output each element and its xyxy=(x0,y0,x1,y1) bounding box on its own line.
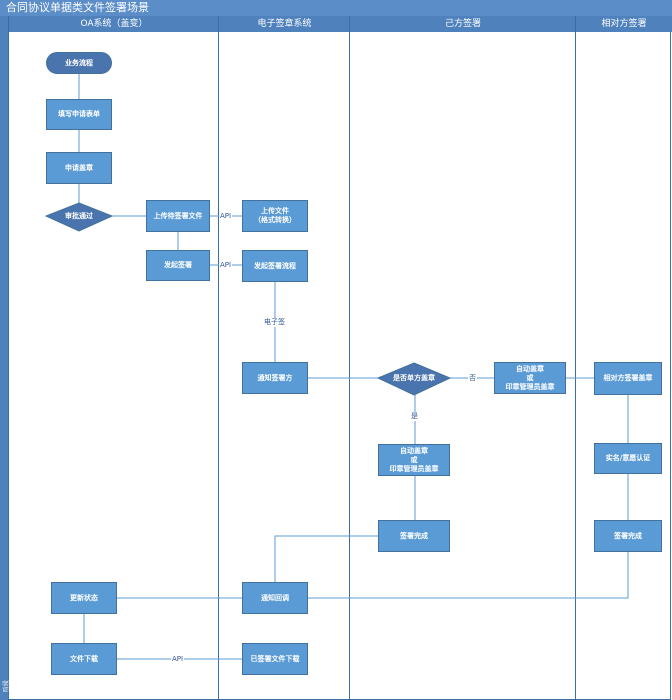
edge-done-notify xyxy=(274,535,378,582)
edge-label-no: 否 xyxy=(468,374,477,383)
lane-header-self: 己方签署 xyxy=(349,16,576,32)
node-start-flow: 发起签署流程 xyxy=(242,250,308,282)
edge-label-yes: 是 xyxy=(410,412,419,421)
node-notify-callback: 通知回调 xyxy=(242,582,308,614)
node-counterparty-sign: 相对方签署盖章 xyxy=(594,362,662,395)
diagram-title: 合同协议单据类文件签署场景 xyxy=(6,1,149,14)
node-file-download: 文件下载 xyxy=(51,643,117,675)
edge-label-esign: 电子签 xyxy=(263,318,286,327)
decision-single-party-label: 是否单方盖章 xyxy=(393,373,435,382)
lane-header-counterparty: 相对方签署 xyxy=(575,16,672,32)
node-update-status: 更新状态 xyxy=(51,582,117,614)
decision-approve xyxy=(44,202,114,232)
edge-label-api-initiate: API xyxy=(219,261,233,270)
start-node: 业务流程 xyxy=(46,52,112,74)
side-label: 阶段 xyxy=(3,679,10,692)
side-strip: 阶段 xyxy=(0,16,10,700)
lane-header-esign: 电子签章系统 xyxy=(218,16,350,32)
lane-header-oa: OA系统（盖变） xyxy=(8,16,219,32)
node-sign-done-other: 签署完成 xyxy=(594,520,662,552)
decision-approve-label: 审批通过 xyxy=(65,211,93,220)
node-sign-done-self: 签署完成 xyxy=(378,520,450,552)
node-fill-form: 填写申请表单 xyxy=(46,99,112,130)
node-apply-seal: 申请盖章 xyxy=(46,152,112,184)
title-bar: 合同协议单据类文件签署场景 xyxy=(0,0,672,16)
edge-label-api-upload: API xyxy=(219,212,233,221)
node-upload-convert: 上传文件 （格式转换） xyxy=(242,200,308,232)
node-signed-download: 已签署文件下载 xyxy=(242,643,308,675)
node-initiate-sign: 发起签署 xyxy=(146,250,210,281)
node-realname-auth: 实名/意愿认证 xyxy=(594,443,662,474)
edge-label-api-download: API xyxy=(171,655,185,664)
node-auto-seal-right: 自动盖章 或 印章管理员盖章 xyxy=(494,362,566,394)
node-upload-docs: 上传待签署文件 xyxy=(146,200,210,232)
decision-single-party xyxy=(376,362,452,396)
edge-done-callback xyxy=(308,552,629,599)
node-notify-signer: 通知签署方 xyxy=(242,362,308,394)
node-auto-seal-mid: 自动盖章 或 印章管理员盖章 xyxy=(378,444,450,476)
